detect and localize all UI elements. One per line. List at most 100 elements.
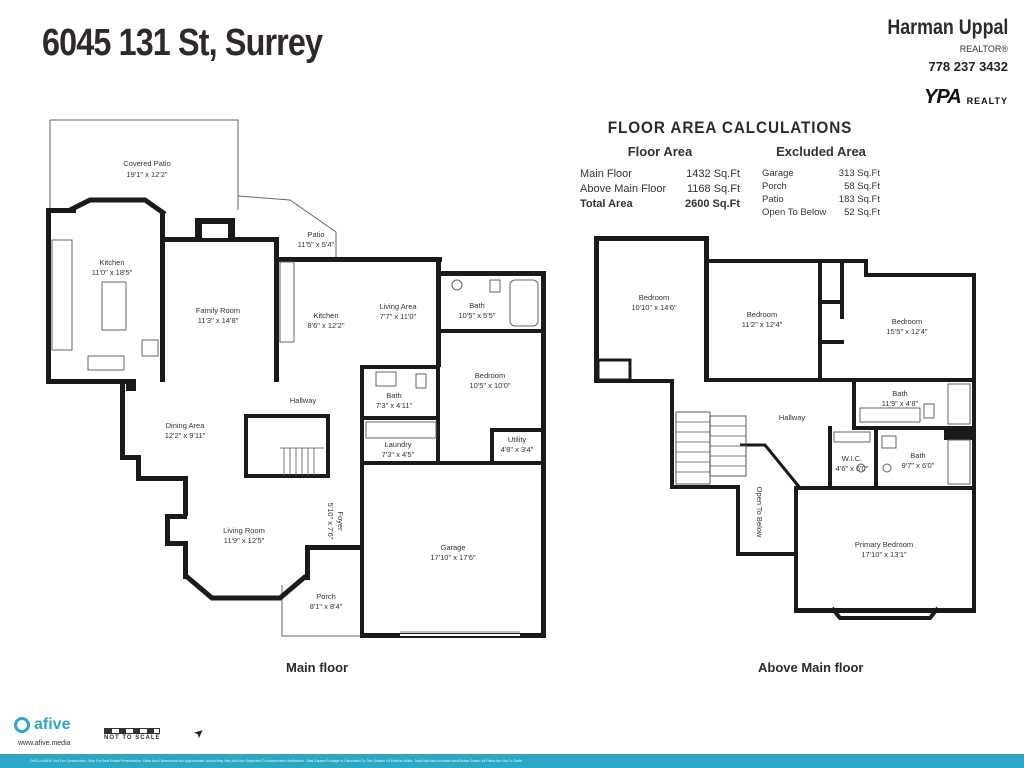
room-name-kitchen: Kitchen bbox=[99, 258, 124, 267]
wall bbox=[864, 259, 868, 277]
covered-patio-outline bbox=[50, 119, 239, 210]
footer-bar: DISCLAIMER: Not For Construction. Only F… bbox=[0, 754, 1024, 768]
bathtub-icon bbox=[509, 279, 539, 327]
wall bbox=[670, 379, 674, 489]
stair-treads bbox=[675, 411, 747, 485]
room-name-laundry: Laundry bbox=[384, 440, 411, 449]
wall bbox=[840, 259, 868, 263]
bay-window-wall bbox=[68, 197, 167, 217]
room-name-dining-area: Dining Area bbox=[166, 421, 206, 430]
excluded-value: 183 Sq.Ft bbox=[838, 194, 880, 205]
room-name-hallway: Hallway bbox=[290, 396, 317, 405]
room-name-bath: Bath bbox=[469, 301, 484, 310]
sink-icon bbox=[451, 279, 463, 291]
wall bbox=[165, 514, 170, 544]
room-dim-bedroom: 10'10" x 14'6" bbox=[631, 303, 677, 312]
room-dim-kitchen: 8'6" x 12'2" bbox=[308, 321, 345, 330]
room-name-living-area: Living Area bbox=[379, 302, 417, 311]
afive-url[interactable]: www.afive.media bbox=[18, 740, 71, 747]
open-to-below-railing bbox=[740, 443, 802, 489]
kitchen-counter bbox=[87, 355, 125, 371]
wall bbox=[183, 476, 188, 516]
stair-wall bbox=[244, 414, 330, 478]
floor-area-heading: Floor Area bbox=[627, 144, 693, 159]
vanity bbox=[859, 407, 921, 423]
excluded-label: Open To Below bbox=[762, 207, 827, 218]
wall bbox=[736, 552, 796, 556]
room-dim-wic: 4'6" x 6'0" bbox=[836, 464, 869, 473]
page-title: 6045 131 St, Surrey bbox=[42, 22, 323, 64]
kitchen-island bbox=[101, 281, 127, 331]
bay-window-wall bbox=[184, 574, 308, 601]
afive-logo: afive bbox=[14, 716, 70, 734]
agent-block: Harman Uppal REALTOR® 778 237 3432 bbox=[866, 16, 1008, 74]
upper-floor-label: Above Main floor bbox=[758, 660, 864, 675]
room-name-bath: Bath bbox=[386, 391, 401, 400]
wall bbox=[704, 259, 844, 263]
wall bbox=[794, 486, 976, 490]
wall bbox=[436, 329, 544, 333]
excluded-label: Patio bbox=[762, 194, 784, 205]
room-dim-utility: 4'8" x 3'4" bbox=[501, 445, 534, 454]
wall bbox=[794, 608, 976, 613]
room-name-garage: Garage bbox=[440, 543, 465, 552]
room-name-bath: Bath bbox=[892, 389, 907, 398]
room-dim-primary-bedroom: 17'10" x 13'1" bbox=[861, 550, 907, 559]
main-floor-plan: Covered Patio 19'1" x 12'2" Patio 11'5" … bbox=[46, 119, 546, 638]
wall bbox=[594, 236, 709, 241]
room-name-bedroom: Bedroom bbox=[475, 371, 505, 380]
wall bbox=[944, 426, 974, 440]
room-name-hallway: Hallway bbox=[779, 413, 806, 422]
fireplace-insert bbox=[202, 224, 228, 238]
room-name-open-to-below: Open To Below bbox=[755, 487, 764, 538]
shower-icon bbox=[947, 439, 971, 485]
wall bbox=[818, 300, 844, 304]
floor-area-calculations: FLOOR AREA CALCULATIONS Floor Area Main … bbox=[580, 118, 880, 219]
brand-sub: REALTY bbox=[966, 96, 1008, 106]
wall bbox=[670, 485, 740, 489]
room-dim-covered-patio: 19'1" x 12'2" bbox=[126, 170, 167, 179]
wall bbox=[126, 379, 136, 391]
agent-role: REALTOR® bbox=[959, 44, 1008, 54]
wall bbox=[704, 236, 709, 382]
closet bbox=[596, 358, 632, 382]
disclaimer-text: DISCLAIMER: Not For Construction. Only F… bbox=[30, 759, 523, 763]
main-floor-label: Main floor bbox=[286, 660, 349, 675]
wall bbox=[864, 273, 976, 277]
area-value: 1432 Sq.Ft bbox=[686, 168, 740, 180]
upper-floor-plan: Bedroom 10'10" x 14'6" Bedroom 11'2" x 1… bbox=[594, 236, 976, 620]
excluded-value: 52 Sq.Ft bbox=[844, 207, 880, 218]
room-dim-bath: 7'3" x 4'11" bbox=[376, 401, 413, 410]
wall bbox=[852, 426, 974, 430]
wall bbox=[828, 426, 832, 488]
stair-treads bbox=[280, 447, 324, 476]
room-name-porch: Porch bbox=[316, 592, 336, 601]
wall bbox=[46, 208, 76, 213]
sink-icon bbox=[882, 463, 892, 473]
room-name-covered-patio: Covered Patio bbox=[123, 159, 171, 168]
room-name-family-room: Family Room bbox=[196, 306, 240, 315]
room-dim-bedroom: 11'2" x 12'4" bbox=[742, 320, 783, 329]
wall bbox=[852, 378, 856, 428]
scale-bar bbox=[104, 728, 160, 734]
wall bbox=[165, 514, 187, 519]
room-dim-foyer: 5'10" x 7'6" bbox=[326, 503, 335, 540]
kitchen2-counter bbox=[279, 261, 295, 343]
area-label: Main Floor bbox=[580, 168, 632, 180]
room-name-kitchen: Kitchen bbox=[313, 311, 338, 320]
camera-icon bbox=[14, 717, 30, 733]
wall bbox=[136, 476, 186, 481]
wall bbox=[490, 428, 494, 464]
room-name-bedroom: Bedroom bbox=[747, 310, 777, 319]
room-dim-living-room: 11'9" x 12'5" bbox=[224, 536, 265, 545]
wall bbox=[436, 257, 441, 367]
not-to-scale-label: NOT TO SCALE bbox=[104, 735, 161, 741]
agent-phone[interactable]: 778 237 3432 bbox=[928, 59, 1008, 74]
excluded-value: 58 Sq.Ft bbox=[844, 181, 880, 192]
bay-window-wall bbox=[830, 606, 940, 620]
wall bbox=[794, 486, 798, 612]
